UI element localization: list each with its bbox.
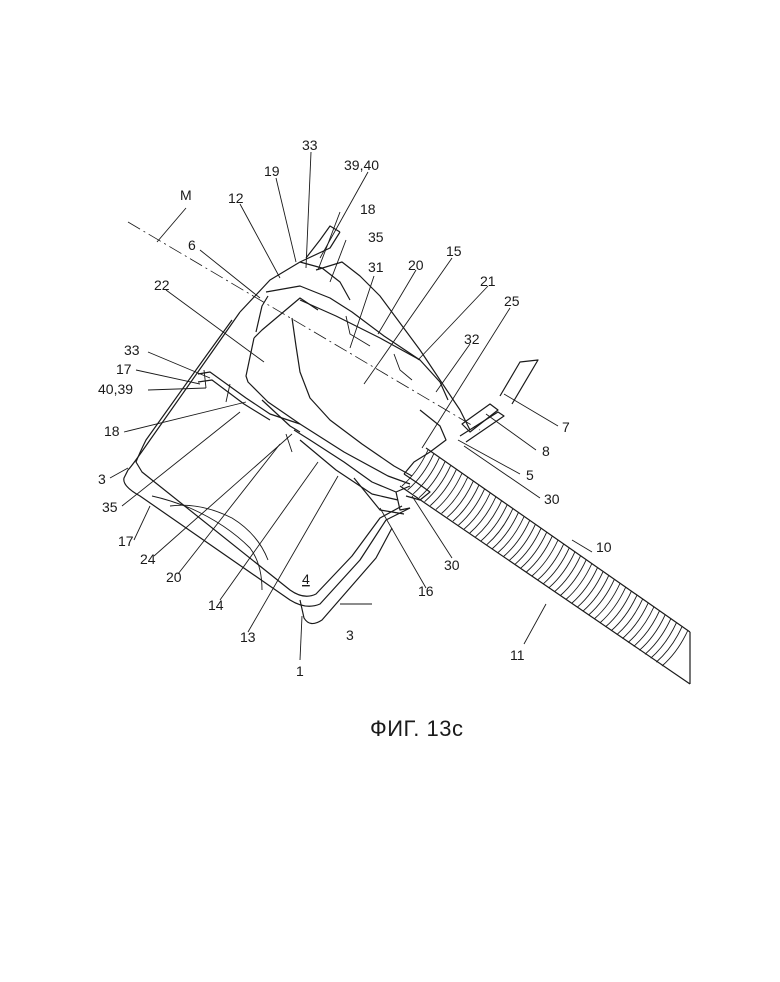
ref-label: 18 [360, 201, 376, 217]
thread-crest [555, 556, 581, 592]
ref-label: 32 [464, 331, 480, 347]
thread-crest [521, 532, 547, 568]
thread-crest [504, 520, 530, 556]
flat-tab [460, 360, 538, 442]
ref-label: 17 [118, 533, 134, 549]
thread-crest [430, 470, 456, 506]
ref-label: 35 [102, 499, 118, 515]
cone-part [286, 430, 410, 514]
thread-crest [481, 505, 507, 541]
thread-crest [470, 497, 496, 533]
ref-label: 13 [240, 629, 256, 645]
thread-crest [442, 477, 468, 513]
ref-label: 40,39 [98, 381, 133, 397]
thread-crest [583, 575, 609, 611]
thread-crest [526, 536, 552, 572]
thread-crest [656, 626, 682, 662]
thread-crest [560, 560, 586, 596]
thread-crest [628, 607, 654, 643]
ref-label: 30 [544, 491, 560, 507]
center-axis-line [128, 222, 480, 430]
ref-label: 20 [408, 257, 424, 273]
thread-crest [639, 614, 665, 650]
left-flange [198, 370, 300, 432]
thread-crest [572, 567, 598, 603]
thread-crest [464, 493, 490, 529]
ref-label: 22 [154, 277, 170, 293]
thread-crest [543, 548, 569, 584]
ref-label: 14 [208, 597, 224, 613]
ref-label: 33 [124, 342, 140, 358]
thread-crest [566, 564, 592, 600]
thread-crest [492, 513, 518, 549]
thread-crest [476, 501, 502, 537]
thread-crest [622, 603, 648, 639]
axis-m-leader [157, 208, 186, 242]
ref-label: 3 [98, 471, 106, 487]
ref-label: 21 [480, 273, 496, 289]
ref-label: 6 [188, 237, 196, 253]
ref-label: 19 [264, 163, 280, 179]
ref-label: 8 [542, 443, 550, 459]
thread-crest [447, 481, 473, 517]
figure-caption: ФИГ. 13c [370, 716, 463, 742]
reference-labels: 33 19 39,40 12 18 35 6 20 15 31 21 22 25… [98, 137, 612, 679]
ref-label: 7 [562, 419, 570, 435]
thread-crest [515, 528, 541, 564]
ref-label: 12 [228, 190, 244, 206]
thread-crest [453, 485, 479, 521]
ref-label: 5 [526, 467, 534, 483]
thread-crest [611, 595, 637, 631]
ref-label: 16 [418, 583, 434, 599]
ref-label: 35 [368, 229, 384, 245]
thread-crest [577, 571, 603, 607]
ref-label: 3 [346, 627, 354, 643]
thread-crest [589, 579, 615, 615]
thread-crest [498, 517, 524, 553]
ref-label-underlined: 4 [302, 571, 310, 587]
thread-crest [419, 462, 445, 498]
ref-label: 33 [302, 137, 318, 153]
ref-label: 30 [444, 557, 460, 573]
housing-shell [124, 226, 470, 624]
thread-crest [509, 524, 535, 560]
thread-crest [459, 489, 485, 525]
thread-crest [600, 587, 626, 623]
ref-label: 39,40 [344, 157, 379, 173]
ref-label: 24 [140, 551, 156, 567]
ref-label: 17 [116, 361, 132, 377]
thread-crest [594, 583, 620, 619]
ref-label: 31 [368, 259, 384, 275]
thread-crest [634, 610, 660, 646]
thread-crest [413, 458, 439, 494]
thread-crest [408, 454, 434, 490]
ref-label: 25 [504, 293, 520, 309]
thread-crest [436, 474, 462, 510]
ref-label: 10 [596, 539, 612, 555]
ref-label: 11 [510, 647, 525, 663]
ref-label: 20 [166, 569, 182, 585]
thread-crest [651, 622, 677, 658]
thread-crest [538, 544, 564, 580]
axis-label: M [180, 187, 192, 203]
leader-lines [110, 152, 592, 660]
ref-label: 1 [296, 663, 304, 679]
thread-crest [645, 618, 671, 654]
ref-label: 18 [104, 423, 120, 439]
thread-crest [532, 540, 558, 576]
thread-crest [617, 599, 643, 635]
ref-label: 15 [446, 243, 462, 259]
thread-crest [662, 630, 688, 666]
thread-crest [425, 466, 451, 502]
thread-crest [606, 591, 632, 627]
thread-crest [487, 509, 513, 545]
thread-crest [549, 552, 575, 588]
